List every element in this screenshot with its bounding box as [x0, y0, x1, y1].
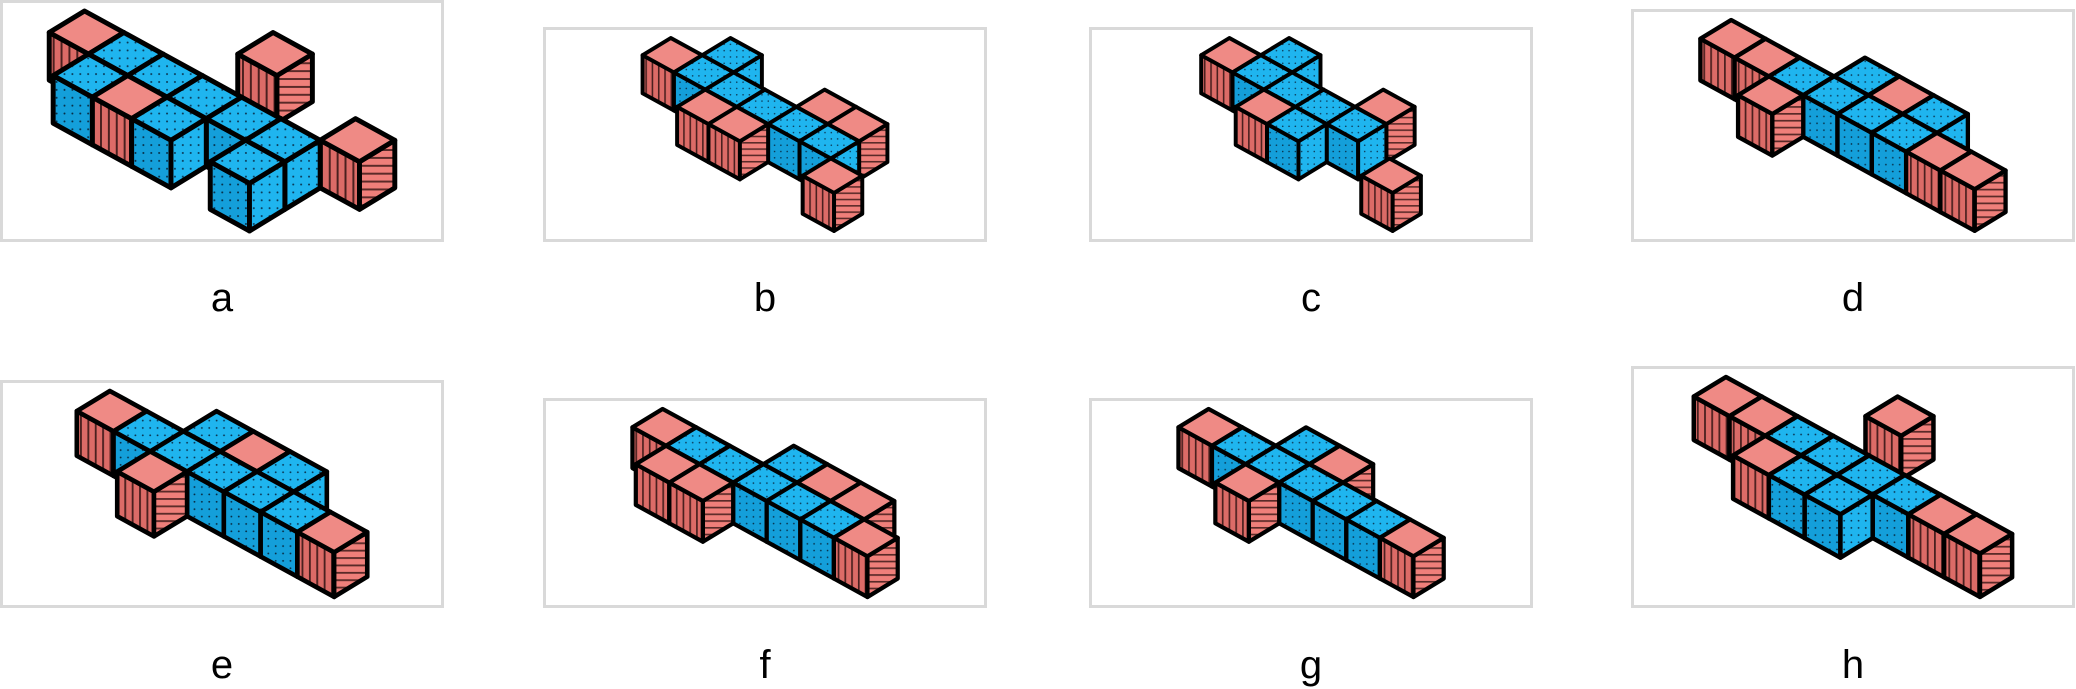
panel-g	[1089, 398, 1533, 608]
cube-face	[1359, 156, 1423, 195]
cube-face	[235, 30, 315, 79]
cube-face	[1802, 472, 1875, 517]
cube-face	[114, 449, 190, 495]
cube-figure	[1199, 36, 1423, 233]
red-cube	[114, 449, 190, 539]
cube-figure	[74, 388, 370, 600]
label-g: g	[1299, 643, 1323, 687]
panel-e	[0, 380, 444, 608]
red-cube	[667, 462, 736, 544]
panel-h	[1631, 366, 2075, 608]
blue-cube	[129, 94, 209, 191]
red-cube	[1941, 512, 2015, 600]
panel-b	[543, 27, 987, 242]
red-cube	[831, 517, 900, 600]
panel-d	[1631, 9, 2075, 242]
cube-face	[1324, 104, 1389, 144]
cube-face	[1863, 394, 1936, 439]
blue-cube	[1802, 472, 1875, 560]
panel-c	[1089, 27, 1533, 242]
red-cube	[1377, 517, 1446, 600]
cube-figure	[46, 8, 398, 234]
label-e: e	[210, 643, 234, 687]
label-f: f	[759, 643, 771, 687]
red-cube	[800, 156, 865, 233]
label-a: a	[210, 276, 234, 320]
panel-f	[543, 398, 987, 608]
label-c: c	[1301, 276, 1321, 320]
label-h: h	[1841, 643, 1865, 687]
cube-figure	[1691, 374, 2015, 600]
label-b: b	[753, 276, 777, 320]
cube-face	[1938, 149, 2008, 192]
cube-face	[129, 94, 209, 143]
cube-face	[667, 462, 736, 504]
cube-figure	[640, 36, 890, 233]
cube-face	[295, 509, 370, 555]
cube-face	[831, 517, 900, 559]
panel-a	[0, 0, 444, 242]
label-d: d	[1841, 276, 1865, 320]
red-cube	[706, 104, 771, 182]
cube-face	[1377, 517, 1446, 559]
red-cube	[317, 116, 398, 212]
red-cube	[1213, 462, 1282, 544]
cube-figure	[1698, 17, 2008, 233]
cube-face	[1265, 104, 1329, 144]
red-cube	[295, 509, 370, 600]
cube-face	[1735, 74, 1806, 117]
cube-face	[1213, 462, 1282, 504]
cube-face	[706, 104, 771, 144]
red-cube	[1359, 156, 1423, 233]
cube-face	[317, 116, 398, 165]
cube-face	[207, 137, 288, 186]
blue-cube	[207, 137, 288, 234]
red-cube	[1735, 74, 1806, 158]
cube-figure	[630, 406, 900, 600]
cube-face	[800, 156, 865, 195]
red-cube	[1938, 149, 2008, 233]
blue-cube	[1265, 104, 1329, 182]
cube-figure	[1176, 406, 1446, 600]
cube-face	[1941, 512, 2015, 556]
